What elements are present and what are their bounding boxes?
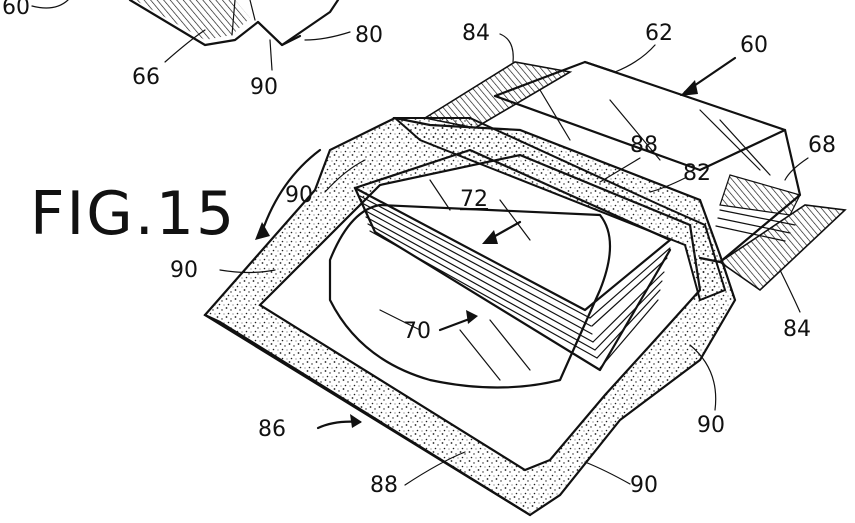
label-86: 86	[258, 417, 286, 442]
leader-lines	[31, 0, 809, 486]
label-90-middle-left: 90	[170, 258, 198, 283]
reference-labels: 60 66 90 80 84 62 60 68 88 82 90 72 90 7…	[2, 0, 836, 498]
label-90-right: 90	[697, 413, 725, 438]
label-60-right: 60	[740, 33, 768, 58]
label-88-top: 88	[630, 133, 658, 158]
label-70: 70	[403, 319, 431, 344]
top-package-fragment	[128, 0, 340, 47]
label-68: 68	[808, 133, 836, 158]
label-90-top: 90	[250, 75, 278, 100]
label-80: 80	[355, 23, 383, 48]
label-84-top: 84	[462, 21, 490, 46]
arrows	[255, 56, 737, 430]
label-82: 82	[683, 161, 711, 186]
seal-flange-88	[203, 116, 737, 517]
label-72: 72	[460, 187, 488, 212]
label-60-top: 60	[2, 0, 30, 20]
seal-band-82	[392, 117, 727, 302]
pouch-body-70	[328, 203, 612, 389]
label-88-bottom: 88	[370, 473, 398, 498]
rear-package	[493, 60, 802, 264]
label-90-bottom: 90	[630, 473, 658, 498]
label-84-right: 84	[783, 317, 811, 342]
label-66: 66	[132, 65, 160, 90]
label-62: 62	[645, 21, 673, 46]
label-90-left: 90	[285, 183, 313, 208]
figure-title: FIG.15	[30, 179, 236, 249]
tab-84-right	[718, 204, 847, 292]
